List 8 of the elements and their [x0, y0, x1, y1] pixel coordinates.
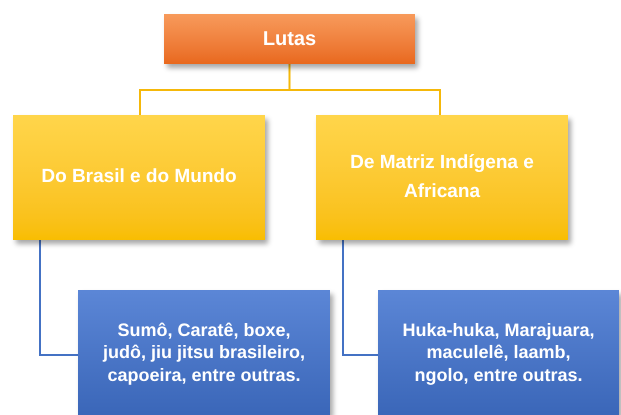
title-box: Lutas — [164, 14, 415, 64]
connector-line — [288, 64, 441, 115]
category-box: De Matriz Indígena e Africana — [316, 115, 568, 240]
connector-line — [39, 240, 78, 356]
examples-box: Sumô, Caratê, boxe, judô, jiu jitsu brasileiro, capoeira, entre outras. — [78, 290, 330, 415]
examples-box: Huka-huka, Marajuara, maculelê, laamb, ngolo, entre outras. — [378, 290, 619, 415]
category-box: Do Brasil e do Mundo — [13, 115, 265, 240]
connector-line — [342, 240, 378, 356]
